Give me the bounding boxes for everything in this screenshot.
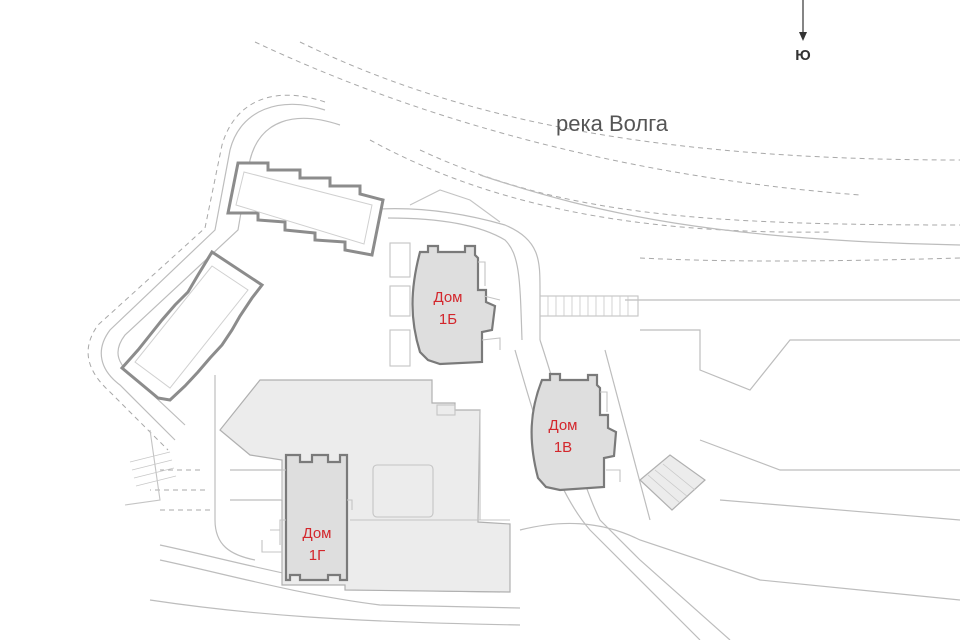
- house-1g-label-line2: 1Г: [309, 547, 325, 564]
- river-label: река Волга: [556, 111, 669, 136]
- podium-complex: [219, 379, 511, 593]
- house-1g-label-line1: Дом: [303, 525, 332, 542]
- house-1b-label-line1: Дом: [434, 289, 463, 306]
- house-1g[interactable]: [279, 453, 353, 582]
- house-1v-label-line1: Дом: [549, 417, 578, 434]
- house-1b[interactable]: [411, 244, 501, 366]
- existing-building-upper: [226, 161, 385, 257]
- house-1v-label-line2: 1В: [554, 439, 572, 456]
- existing-building-lower: [119, 249, 265, 402]
- house-1b-label-line2: 1Б: [439, 311, 457, 328]
- house-1v[interactable]: [530, 372, 621, 492]
- compass-label: Ю: [795, 47, 810, 64]
- compass-arrow-icon: [799, 0, 807, 41]
- road-network: [87, 94, 960, 640]
- parking-pads: [389, 242, 706, 511]
- embankment-lines: [254, 41, 960, 262]
- footbridge-hatching: [129, 295, 639, 487]
